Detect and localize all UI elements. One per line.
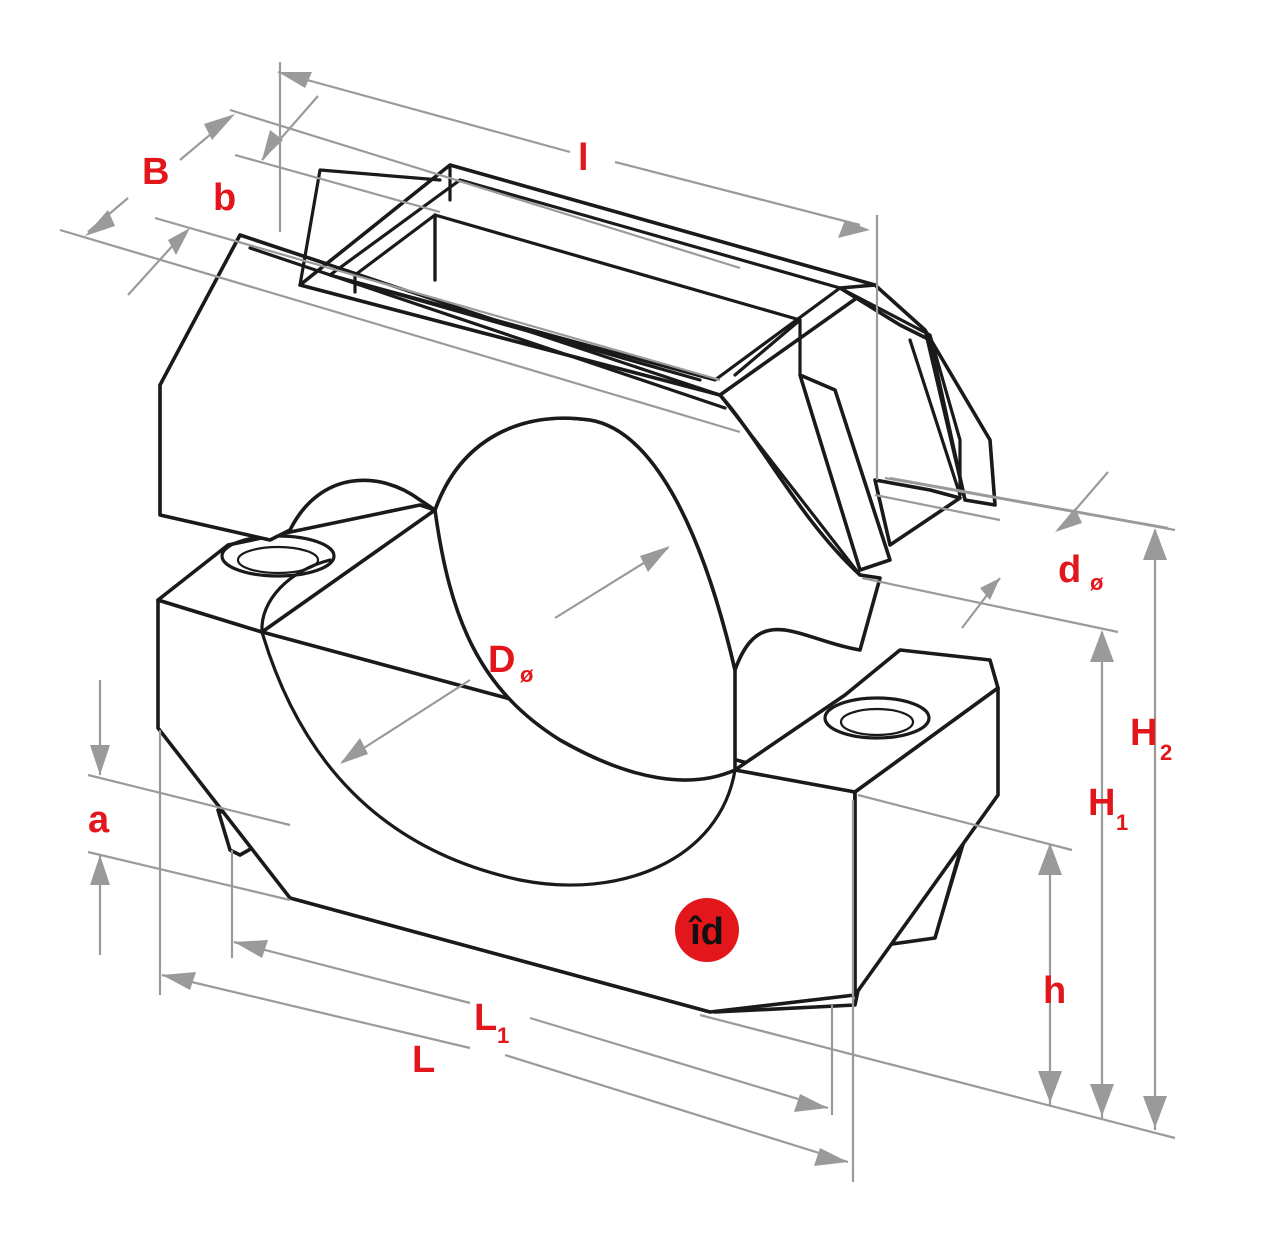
label-b-small: b	[213, 177, 236, 219]
label-b-width: B	[142, 151, 169, 193]
upper-clamp-half	[158, 163, 997, 672]
dimension-l1	[230, 850, 834, 1115]
dimension-l-total	[158, 730, 855, 1182]
dimension-a	[87, 680, 291, 955]
label-a: a	[88, 799, 110, 841]
dimension-labels: B b l d ø D ø a H 1 H 2 h L L 1	[88, 137, 1172, 1081]
dimension-h2	[699, 476, 1176, 1140]
lower-clamp-half	[156, 503, 1000, 1014]
label-h1-sub: 1	[1116, 810, 1128, 835]
dimension-h1	[861, 576, 1119, 1118]
label-h: h	[1043, 970, 1066, 1012]
dimension-h	[857, 793, 1073, 1105]
label-d-sub: ø	[1090, 570, 1104, 595]
logo-circle	[675, 898, 739, 962]
label-d-diameter: D	[488, 639, 515, 681]
label-l-total: L	[412, 1039, 435, 1081]
label-l: l	[578, 137, 589, 179]
label-h2: H	[1130, 712, 1157, 754]
label-l1: L	[474, 997, 497, 1039]
label-l1-sub: 1	[497, 1023, 509, 1048]
dimension-l	[277, 62, 879, 480]
id-logo: îd	[675, 898, 739, 962]
label-d-diameter-sub: ø	[520, 662, 534, 687]
label-h1: H	[1088, 782, 1115, 824]
dimension-lines	[59, 62, 1176, 1182]
logo-text: îd	[688, 911, 724, 953]
label-d: d	[1058, 549, 1081, 591]
label-h2-sub: 2	[1160, 740, 1172, 765]
